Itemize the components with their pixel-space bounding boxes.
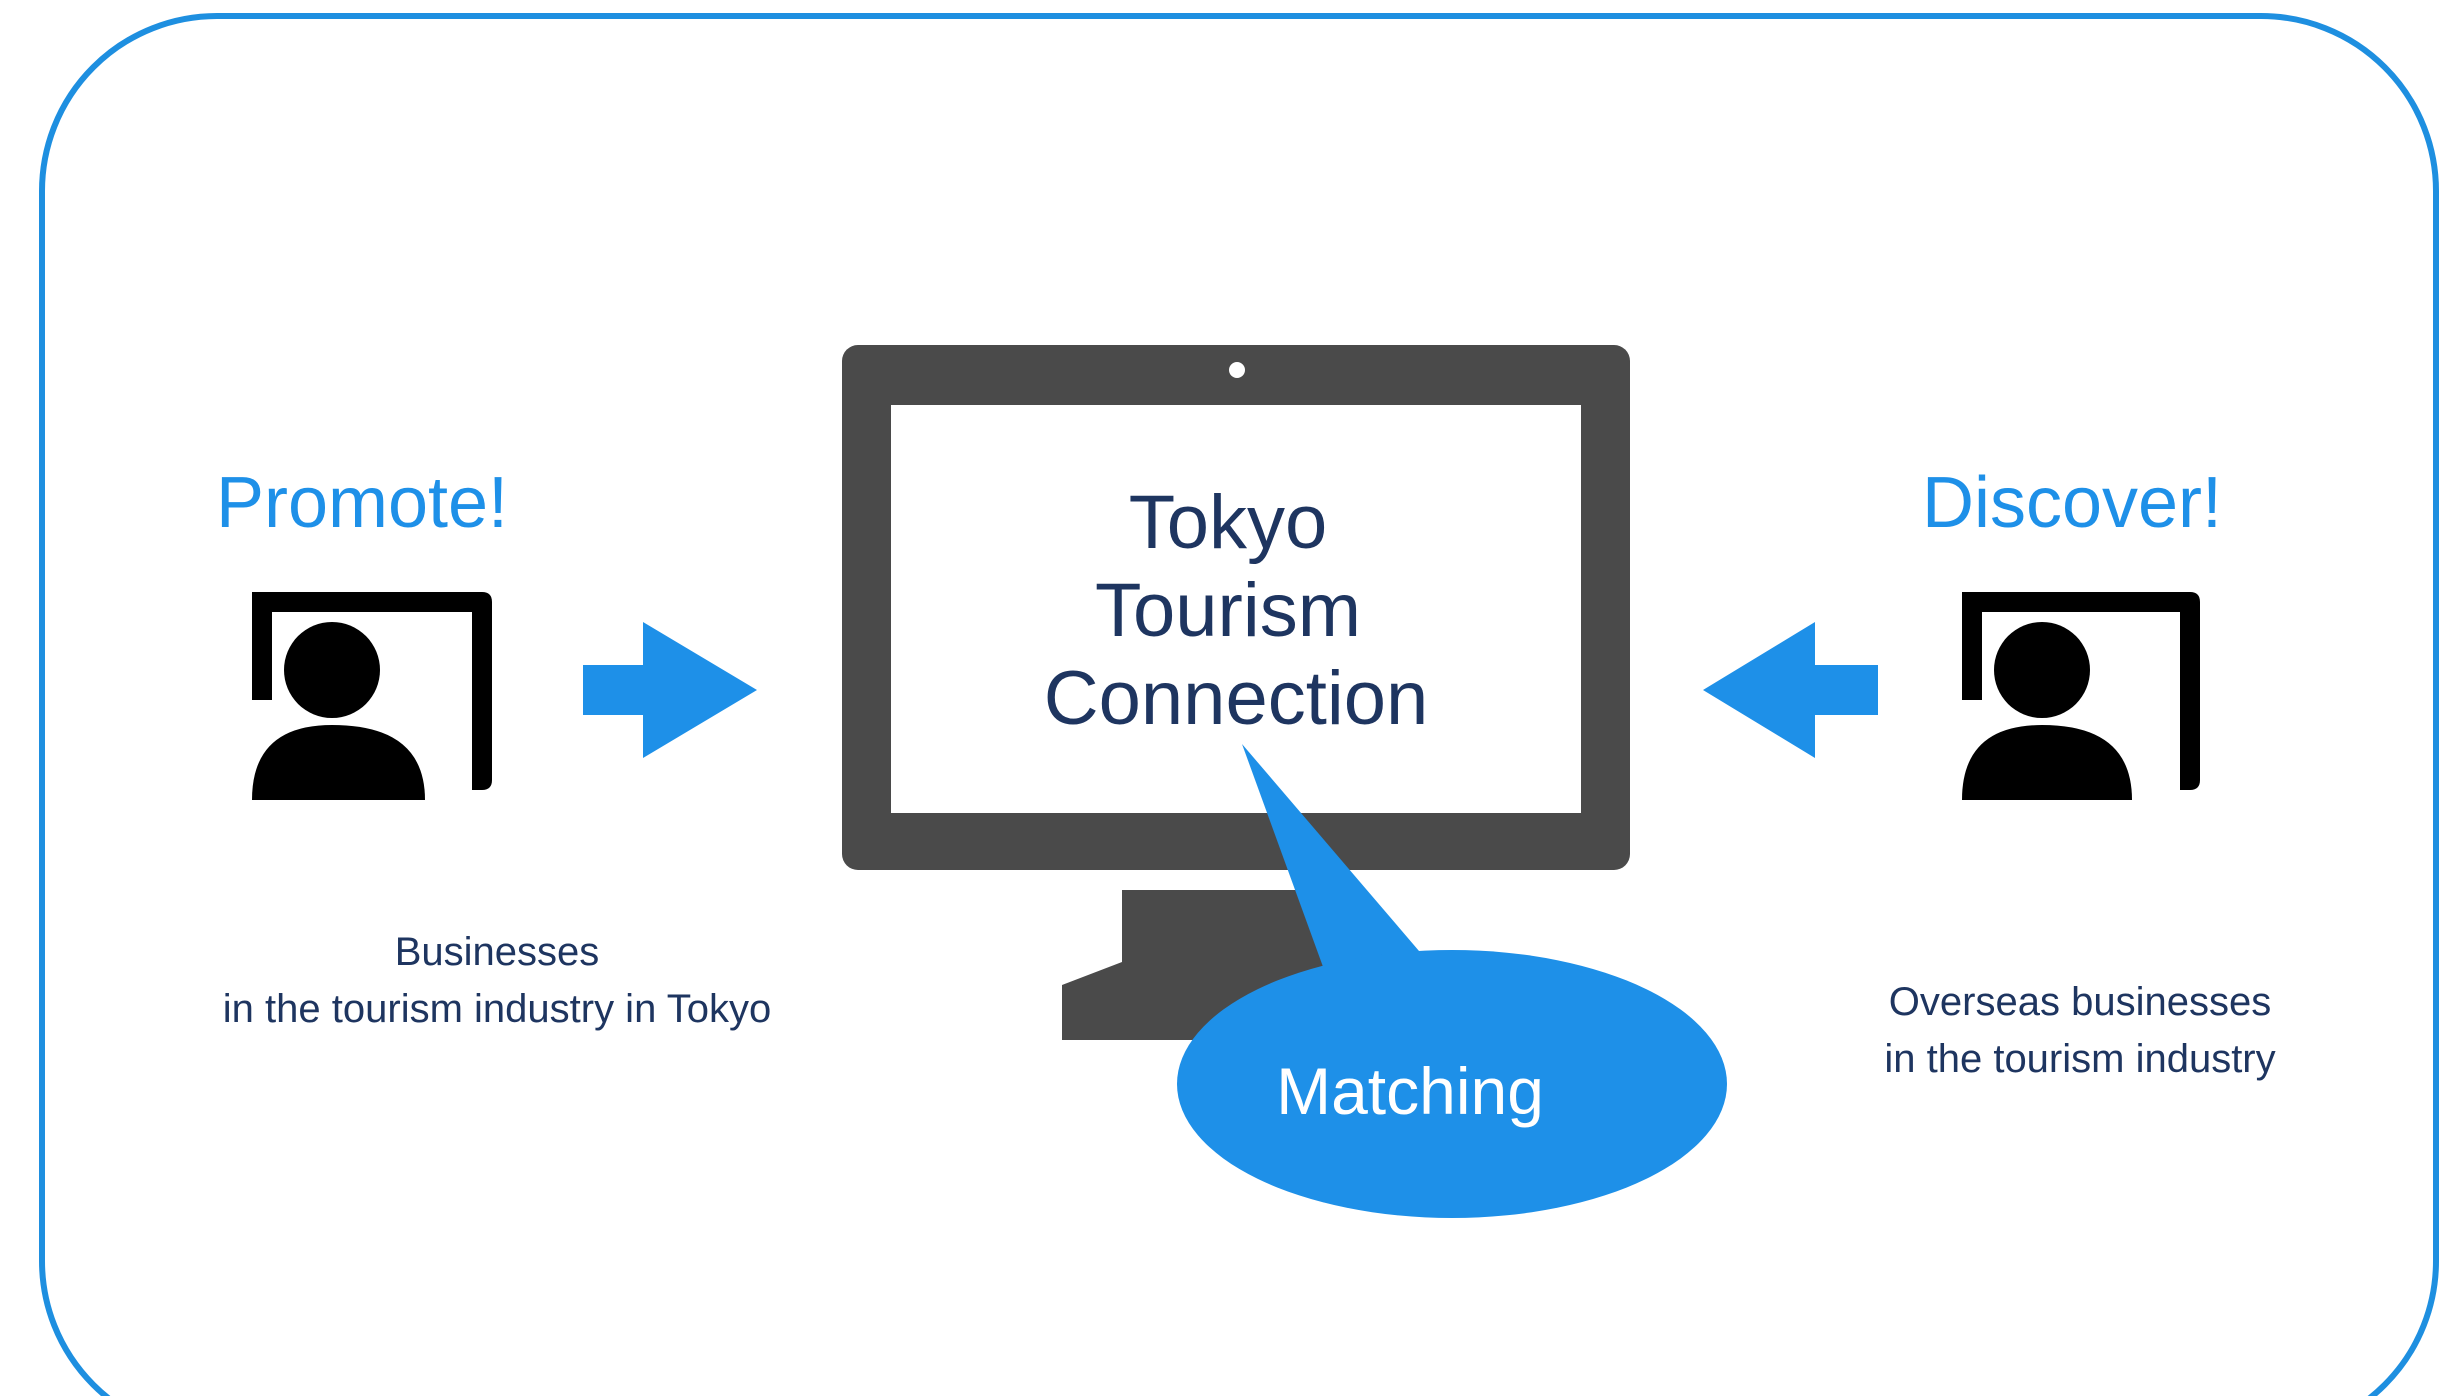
discover-heading: Discover! bbox=[1922, 463, 2222, 543]
arrow-right-icon bbox=[583, 622, 757, 758]
right-caption-line2: in the tourism industry bbox=[1884, 1037, 2275, 1081]
monitor-icon bbox=[842, 345, 1630, 1040]
title-line1: Tokyo bbox=[1129, 480, 1328, 565]
speech-bubble bbox=[1177, 744, 1727, 1218]
bubble-tail bbox=[1242, 744, 1425, 975]
person-icon bbox=[1962, 592, 2200, 800]
webcam-dot bbox=[1229, 362, 1245, 378]
right-caption-line1: Overseas businesses bbox=[1889, 980, 2271, 1024]
arrow-left-icon bbox=[1703, 622, 1878, 758]
monitor-screen bbox=[891, 405, 1581, 813]
title-line2: Tourism bbox=[1095, 568, 1361, 653]
person-icon bbox=[252, 592, 492, 800]
matching-label: Matching bbox=[1276, 1054, 1544, 1128]
title-line3: Connection bbox=[1044, 656, 1429, 741]
left-caption-line2: in the tourism industry in Tokyo bbox=[223, 987, 771, 1031]
left-caption-line1: Businesses bbox=[395, 930, 600, 974]
promote-heading: Promote! bbox=[216, 463, 508, 543]
bubble-body bbox=[1177, 950, 1727, 1218]
